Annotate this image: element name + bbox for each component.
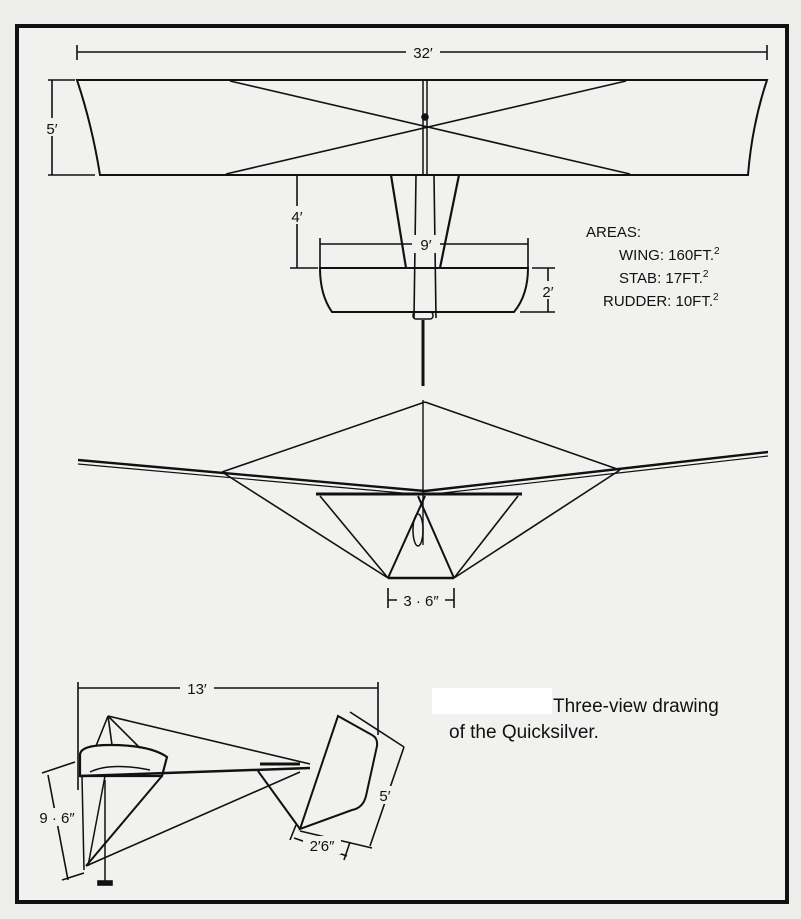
keel — [79, 766, 311, 778]
rudder-height-label: 5′ — [379, 788, 390, 805]
exponent: 2 — [714, 246, 720, 257]
exponent: 2 — [713, 292, 719, 303]
rudder — [298, 714, 379, 831]
areas-title: AREAS: — [586, 224, 642, 241]
area-rudder-text: RUDDER: 10FT. — [603, 293, 714, 310]
caption-line-1: Three-view drawing — [553, 696, 719, 717]
wing-stab-label: 4′ — [291, 209, 302, 226]
exponent: 2 — [702, 269, 709, 280]
side-view: 13′ 5′ 2′6″ 9 · 6″ — [34, 679, 405, 886]
side-wing — [78, 743, 169, 778]
wingspan-label: 32′ — [413, 45, 433, 62]
x-brace — [229, 80, 631, 175]
length-label: 13′ — [187, 681, 207, 698]
stabilizer — [318, 267, 530, 313]
caption-line-2: of the Quicksilver. — [449, 722, 599, 743]
height-label: 9 · 6″ — [39, 810, 75, 827]
chord-label: 5′ — [46, 121, 57, 138]
wing-planform — [75, 79, 769, 176]
area-wing-text: WING: 160FT. — [619, 247, 715, 264]
area-rudder: RUDDER: 10FT.2 — [586, 288, 720, 311]
stab-span-label: 9′ — [420, 237, 431, 254]
height-dimension-line — [47, 774, 69, 881]
area-wing: WING: 160FT.2 — [586, 242, 720, 265]
areas-block: AREAS: WING: 160FT.2 STAB: 17FT.2 RUDDER… — [586, 223, 720, 311]
stab-chord-label: 2′ — [542, 284, 553, 301]
area-stab: STAB: 17FT.2 — [586, 265, 720, 288]
area-stab-text: STAB: 17FT. — [619, 270, 703, 287]
top-view: 32′ 5′ 4′ 9′ 2′ — [42, 42, 769, 386]
rudder-chord-label: 2′6″ — [310, 838, 335, 855]
wing-spar — [77, 450, 769, 493]
control-bar-label: 3 · 6″ — [403, 593, 439, 610]
caption-mask — [432, 688, 552, 714]
front-view: 3 · 6″ — [77, 400, 769, 610]
